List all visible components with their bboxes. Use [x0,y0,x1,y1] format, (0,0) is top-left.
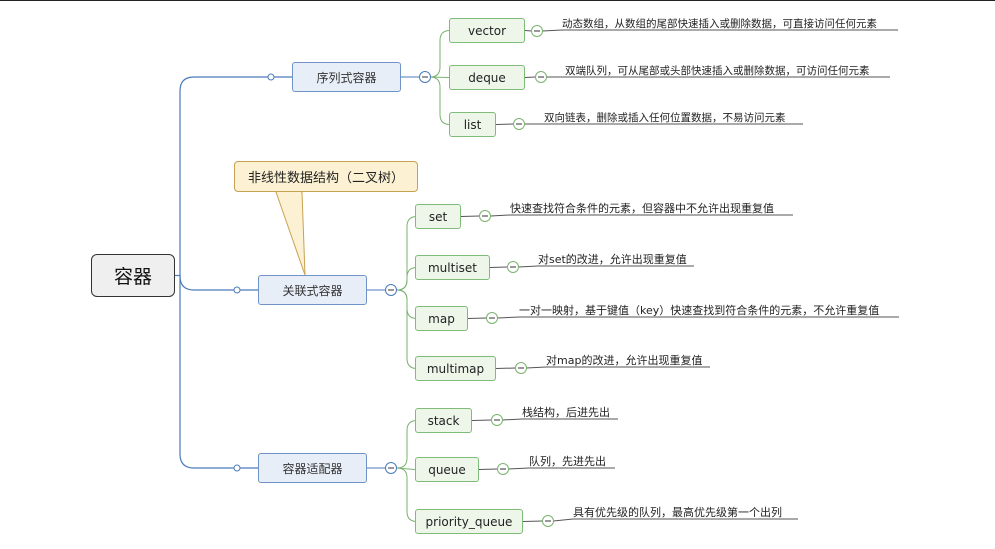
leaf-node-list[interactable]: list [449,112,496,137]
leaf-stub-associative-0 [460,215,480,217]
category-node-adapter[interactable]: 容器适配器 [258,453,367,483]
leaf-connector-sequence-0 [429,30,451,78]
leaf-desc-deque: 双端队列，可从尾部或头部快速插入或删除数据，可访问任何元素 [565,65,870,77]
desc-link-sequence-0 [542,29,563,32]
leaf-node-multiset[interactable]: multiset [415,255,490,280]
leaf-desc-map: 一对一映射，基于键值（key）快速查找到符合条件的元素，不允许重复值 [519,304,880,317]
leaf-stub-sequence-1 [524,76,536,78]
leaf-node-multimap[interactable]: multimap [415,356,496,381]
leaf-connector-sequence-2 [429,76,451,125]
leaf-desc-list: 双向链表，删除或插入任何位置数据，不易访问元素 [544,112,786,124]
category-node-sequence[interactable]: 序列式容器 [292,62,401,92]
desc-link-associative-3 [526,366,547,369]
top-border-line [0,0,995,1]
desc-link-associative-1 [518,265,539,268]
leaf-node-vector[interactable]: vector [449,18,525,43]
desc-link-adapter-2 [553,518,574,522]
leaf-node-map[interactable]: map [415,306,468,331]
leaf-stub-associative-3 [495,367,516,369]
root-node[interactable]: 容器 [91,254,175,297]
leaf-connector-associative-3 [396,289,418,369]
leaf-stub-adapter-0 [471,419,492,421]
leaf-desc-priority-queue: 具有优先级的队列，最高优先级第一个出列 [573,506,782,519]
category-connector-sequence [179,76,292,276]
desc-link-adapter-1 [508,467,530,470]
leaf-stub-associative-2 [467,317,487,319]
leaf-node-priority-queue[interactable]: priority_queue [415,509,523,534]
callout-pointer [275,191,306,276]
leaf-connector-associative-1 [396,267,418,291]
leaf-desc-multimap: 对map的改进，允许出现重复值 [546,354,703,367]
leaf-stub-adapter-1 [478,468,498,470]
category-joint-adapter [233,464,241,472]
leaf-node-deque[interactable]: deque [449,65,525,90]
leaf-connector-adapter-2 [396,467,418,522]
leaf-stub-sequence-0 [524,30,532,32]
leaf-desc-stack: 栈结构，后进先出 [522,406,610,419]
leaf-desc-set: 快速查找符合条件的元素，但容器中不允许出现重复值 [510,202,774,215]
leaf-stub-adapter-2 [522,520,543,522]
category-joint-associative [233,286,241,294]
leaf-desc-queue: 队列，先进先出 [529,455,606,468]
leaf-stub-sequence-2 [495,123,514,125]
leaf-node-set[interactable]: set [415,204,461,229]
leaf-stub-associative-1 [489,266,508,268]
desc-link-associative-2 [497,316,520,319]
leaf-desc-multiset: 对set的改进，允许出现重复值 [538,253,687,266]
leaf-node-queue[interactable]: queue [415,457,479,482]
category-joint-sequence [267,73,275,81]
desc-link-associative-0 [490,214,511,217]
leaf-node-stack[interactable]: stack [415,408,472,433]
leaf-connector-adapter-0 [396,420,418,469]
category-connector-associative [179,275,258,291]
callout-note[interactable]: 非线性数据结构（二叉树） [234,161,418,192]
category-connector-adapter [179,275,258,469]
category-node-associative[interactable]: 关联式容器 [258,275,367,305]
desc-link-adapter-0 [502,418,523,421]
leaf-desc-vector: 动态数组，从数组的尾部快速插入或删除数据，可直接访问任何元素 [562,18,877,30]
